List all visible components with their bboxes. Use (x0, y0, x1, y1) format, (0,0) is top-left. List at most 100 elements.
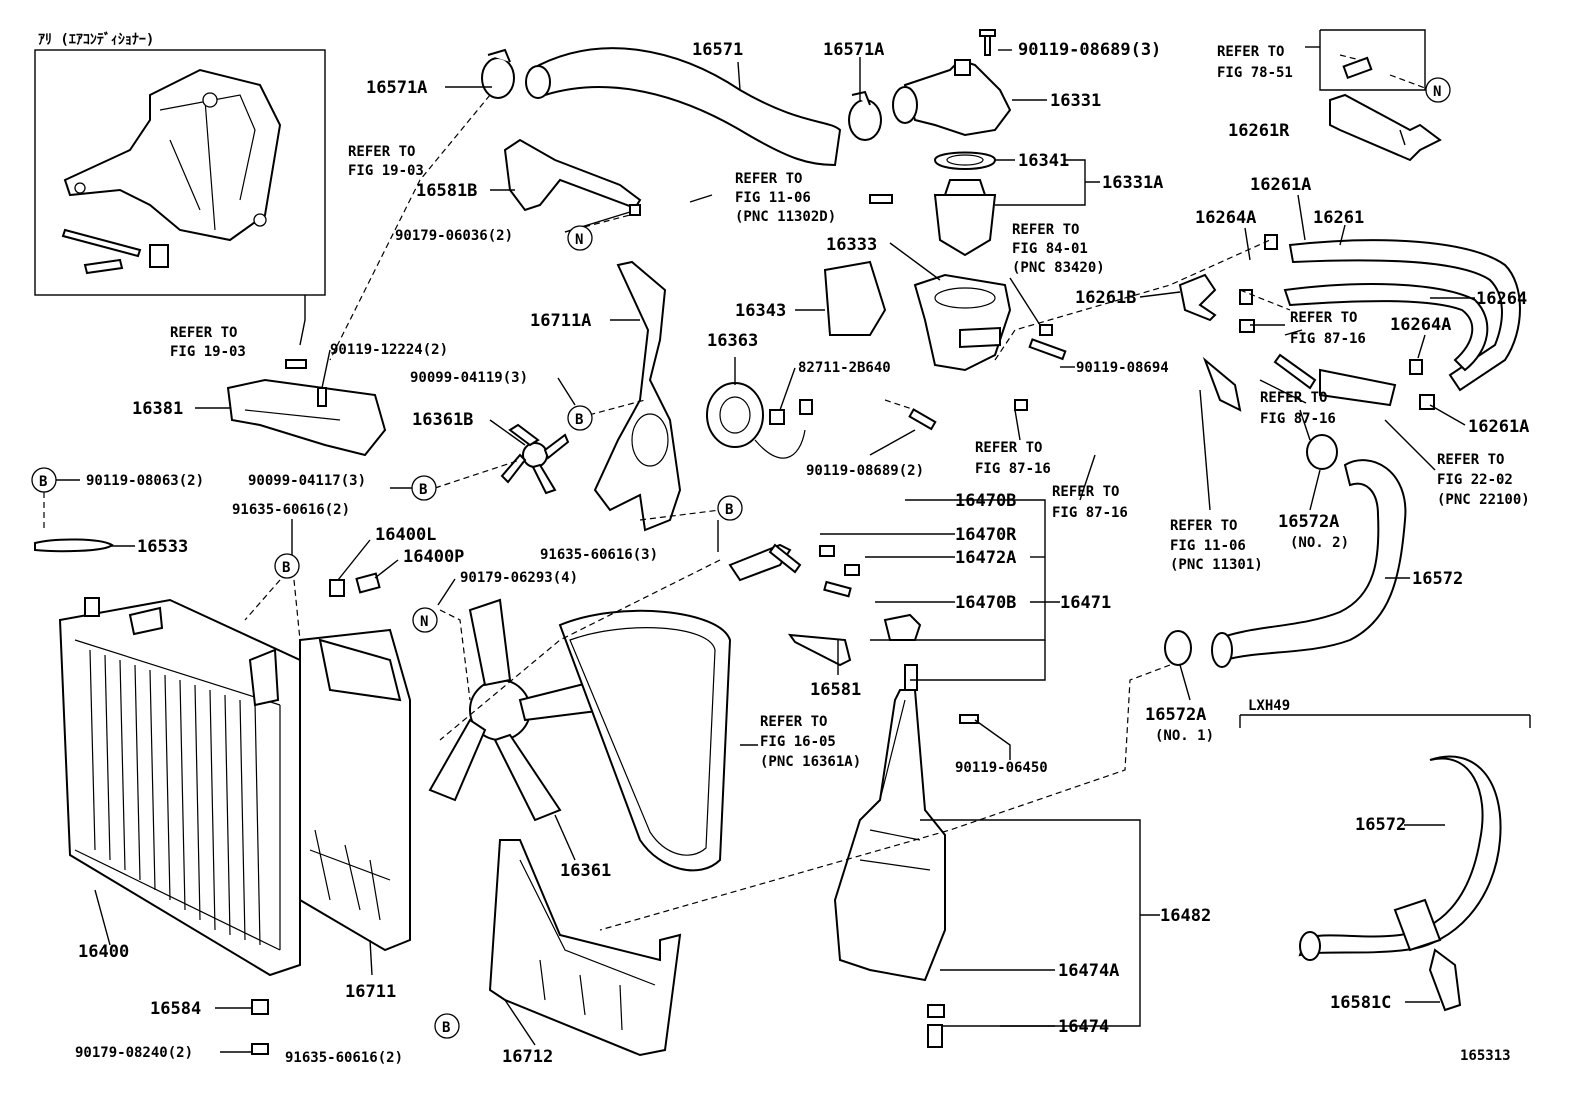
label-16400: 16400 (78, 942, 129, 962)
label-16482: 16482 (1160, 906, 1211, 926)
label-16572A-no2-sub: (NO. 2) (1290, 535, 1349, 551)
label-16581C: 16581C (1330, 993, 1391, 1013)
refer-11-06-a-line1: REFER TO (735, 171, 802, 187)
svg-text:N: N (1433, 84, 1441, 100)
label-16472A: 16472A (955, 548, 1016, 568)
refer-78-51-line2: FIG 78-51 (1217, 65, 1293, 81)
refer-84-01-line1: REFER TO (1012, 222, 1079, 238)
bracket-16581 (787, 633, 852, 667)
refer-19-03-a-line1: REFER TO (348, 144, 415, 160)
callout-n-1 (567, 225, 593, 251)
callout-b-3 (411, 475, 437, 501)
refer-11-06-b-line1: REFER TO (1170, 518, 1237, 534)
fan-shroud (299, 628, 411, 952)
callout-b-1 (567, 405, 593, 431)
fan-16361 (428, 598, 607, 822)
label-16572A-no1-sub: (NO. 1) (1155, 728, 1214, 744)
hose-16261 (1283, 239, 1521, 392)
label-16361B: 16361B (412, 410, 473, 430)
refer-19-03-b-line2: FIG 19-03 (170, 344, 246, 360)
label-16381: 16381 (132, 399, 183, 419)
svg-text:B: B (419, 482, 427, 498)
label-90119-08694: 90119-08694 (1076, 360, 1169, 376)
gasket-16343 (823, 260, 887, 336)
callout-b-5 (717, 495, 743, 521)
reservoir-16482 (833, 664, 946, 1048)
label-90119-12224: 90119-12224(2) (330, 342, 448, 358)
bracket-16711A (593, 260, 682, 532)
svg-text:N: N (420, 614, 428, 630)
label-16331A: 16331A (1102, 173, 1163, 193)
lower-shroud-16712 (488, 839, 682, 1057)
fan-16361B (500, 423, 570, 495)
leader-lines (50, 29, 1531, 1053)
label-90119-08689-3: 90119-08689(3) (1018, 40, 1161, 60)
svg-text:N: N (575, 232, 583, 248)
hose-16572 (1164, 434, 1407, 668)
refer-22-02-line1: REFER TO (1437, 452, 1504, 468)
label-16331: 16331 (1050, 91, 1101, 111)
label-90119-08689-2: 90119-08689(2) (806, 463, 924, 479)
callout-n-2 (412, 607, 438, 633)
label-16572-lxh49: 16572 (1355, 815, 1406, 835)
label-16571: 16571 (692, 40, 743, 60)
label-82711-2B640: 82711-2B640 (798, 360, 891, 376)
svg-text:B: B (39, 474, 47, 490)
upper-hose (481, 47, 882, 167)
svg-text:B: B (282, 560, 290, 576)
label-16261A-top: 16261A (1250, 175, 1311, 195)
water-outlet-16331 (892, 29, 1012, 257)
label-16470B-bot: 16470B (955, 593, 1016, 613)
refer-notes: REFER TO FIG 19-03 REFER TO FIG 19-03 RE… (170, 44, 1530, 770)
label-90099-04119: 90099-04119(3) (410, 370, 528, 386)
label-16572A-no2: 16572A (1278, 512, 1339, 532)
label-90119-06450: 90119-06450 (955, 760, 1048, 776)
bracket-16261R (1329, 93, 1442, 162)
radiator (58, 597, 301, 977)
part-labels: 16571 16571A 16571A 90119-08689(3) 16331… (75, 40, 1529, 1067)
label-16711A: 16711A (530, 311, 591, 331)
refer-87-16-a-line2: FIG 87-16 (1290, 331, 1366, 347)
ac-bracket-inset: ｱﾘ (ｴｱｺﾝﾃﾞｨｼｮﾅｰ) (34, 31, 326, 346)
refer-11-06-a-line3: (PNC 11302D) (735, 209, 836, 225)
refer-19-03-a-line2: FIG 19-03 (348, 163, 424, 179)
label-16361: 16361 (560, 861, 611, 881)
callout-b-2 (31, 467, 57, 493)
label-91635-60616-2a: 91635-60616(2) (232, 502, 350, 518)
label-16584: 16584 (150, 999, 201, 1019)
callout-b-4 (274, 553, 300, 579)
label-16333: 16333 (826, 235, 877, 255)
refer-84-01-line3: (PNC 83420) (1012, 260, 1105, 276)
refer-22-02-line3: (PNC 22100) (1437, 492, 1530, 508)
callout-n-3 (1425, 77, 1451, 103)
label-16474A: 16474A (1058, 961, 1119, 981)
label-16341: 16341 (1018, 151, 1069, 171)
refer-16-05-line1: REFER TO (760, 714, 827, 730)
label-91635-60616-3: 91635-60616(3) (540, 547, 658, 563)
label-16400P: 16400P (403, 547, 464, 567)
label-16363: 16363 (707, 331, 758, 351)
label-16572: 16572 (1412, 569, 1463, 589)
label-16261R: 16261R (1228, 121, 1290, 141)
bracket-16581B (503, 138, 642, 212)
refer-87-16-a-line1: REFER TO (1290, 310, 1357, 326)
pipe-16264 (1178, 273, 1397, 412)
band-16533 (34, 538, 114, 553)
label-16264A-top: 16264A (1195, 208, 1256, 228)
refer-87-16-b-line1: REFER TO (1260, 390, 1327, 406)
refer-87-16-d-line2: FIG 87-16 (1052, 505, 1128, 521)
label-90179-06036: 90179-06036(2) (395, 228, 513, 244)
inset-note: ｱﾘ (ｴｱｺﾝﾃﾞｨｼｮﾅｰ) (38, 31, 154, 48)
label-90119-08063: 90119-08063(2) (86, 473, 204, 489)
refer-16-05-line2: FIG 16-05 (760, 734, 836, 750)
label-lxh49: LXH49 (1248, 698, 1290, 714)
refer-87-16-c-line1: REFER TO (975, 440, 1042, 456)
refer-87-16-b-line2: FIG 87-16 (1260, 411, 1336, 427)
svg-text:B: B (442, 1020, 450, 1036)
refer-11-06-b-line2: FIG 11-06 (1170, 538, 1246, 554)
label-16533: 16533 (137, 537, 188, 557)
fan-motor-16363 (706, 382, 813, 459)
svg-text:B: B (725, 502, 733, 518)
refer-19-03-b-line1: REFER TO (170, 325, 237, 341)
